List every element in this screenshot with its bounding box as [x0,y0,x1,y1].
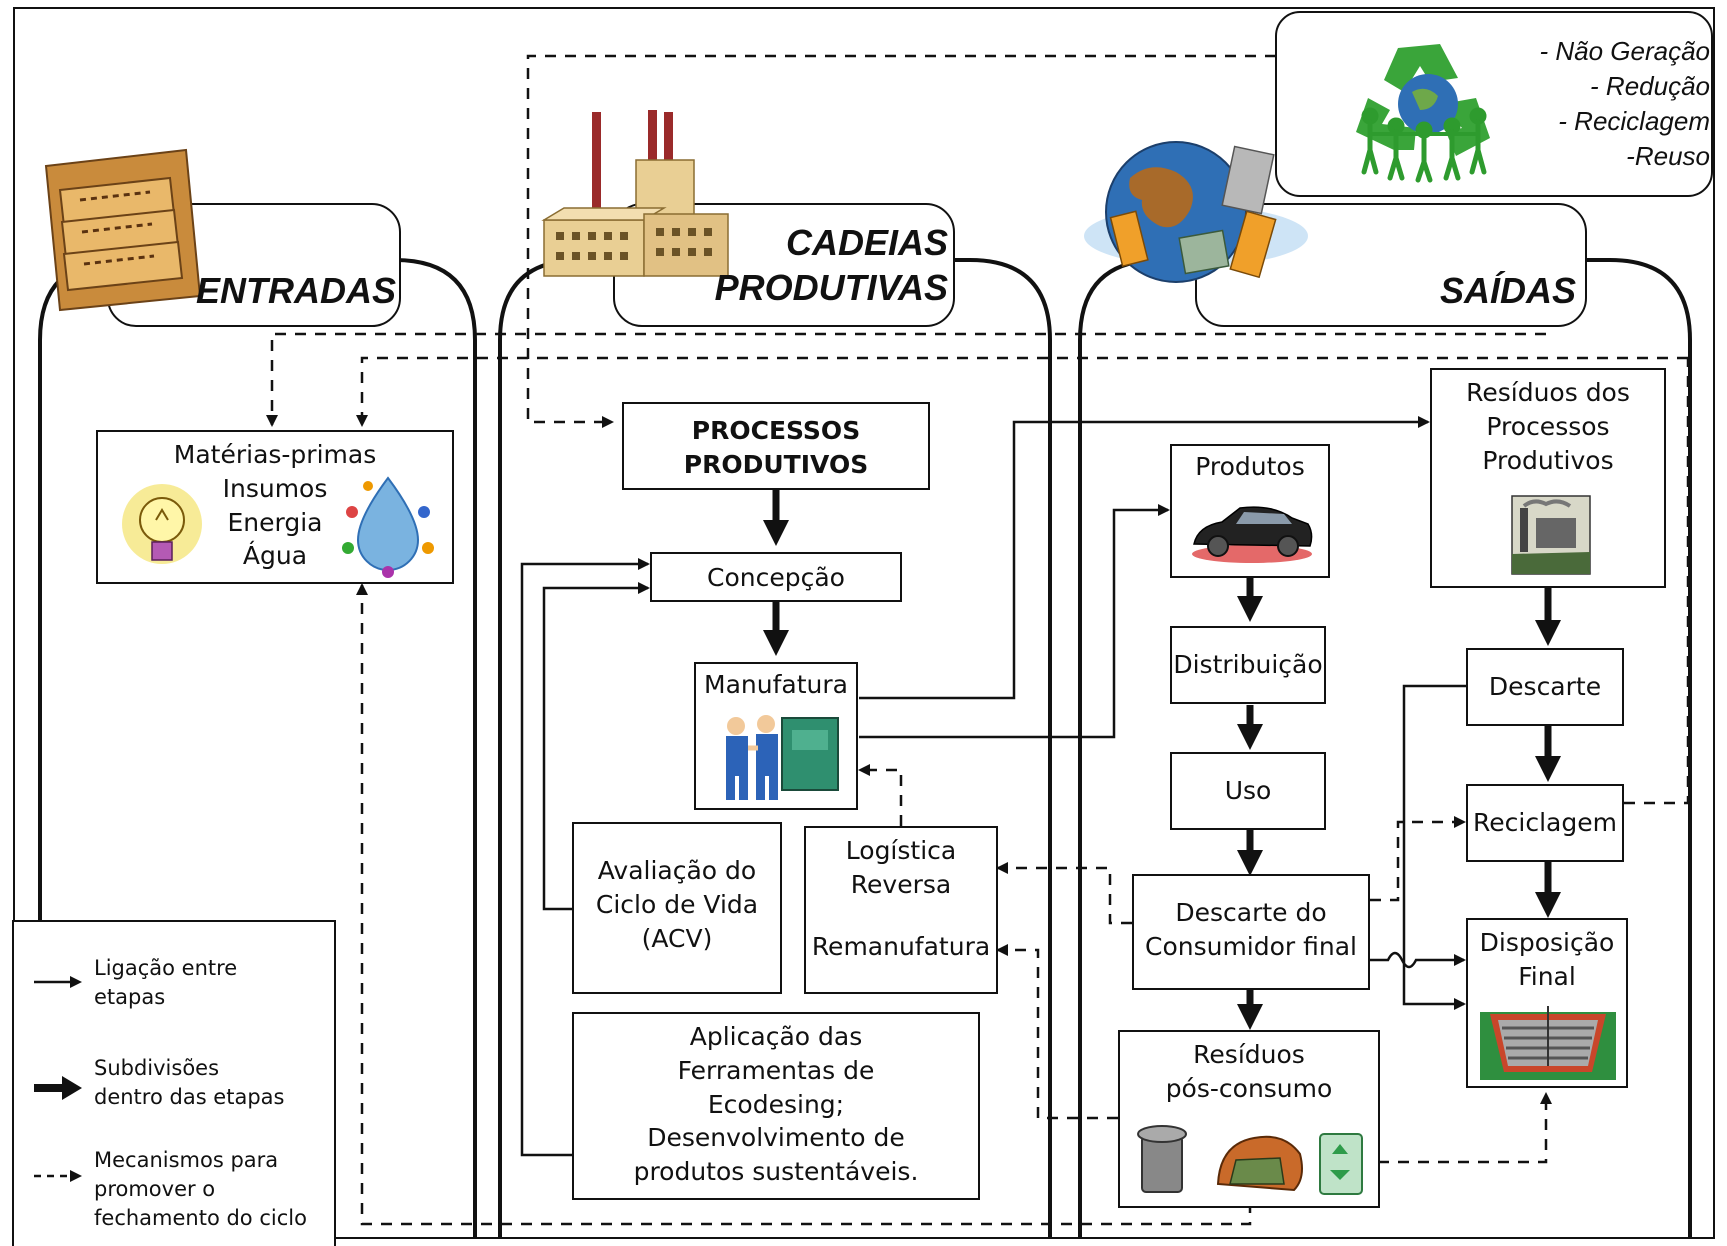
legend-dashed: Mecanismos para promover o fechamento do… [94,1146,307,1233]
concepcao-box: Concepção [650,552,902,602]
input-item: Matérias-primas [173,440,377,469]
disposicao-final-box: Disposição Final [1466,918,1628,1088]
ecodesign-line: produtos sustentáveis. [633,1157,919,1186]
acv-line: Ciclo de Vida [595,889,759,919]
input-item: Energia [227,507,323,537]
water-globe-icon [342,476,434,578]
ecodesign-box: Aplicação das Ferramentas de Ecodesing; … [572,1012,980,1200]
acv-line: Avaliação do [597,856,757,885]
workers-machine-icon [726,715,839,800]
processos-line2: PRODUTIVOS [683,449,869,479]
ecodesign-line: Ferramentas de [677,1055,875,1085]
residuos-pos-consumo-box: Resíduos pós-consumo [1118,1030,1380,1208]
legend-thin-line: etapas [94,984,166,1009]
car-icon [1192,506,1313,563]
hierarchy-list: - Não Geração - Redução - Reciclagem -Re… [1500,34,1710,174]
distribuicao-label: Distribuição [1173,650,1323,679]
factory-icon [541,110,729,277]
remanufatura-label: Remanufatura [811,931,991,961]
legend-thick-line: Subdivisões [94,1056,220,1080]
legend-box: Ligação entre etapas Subdivisões dentro … [12,920,336,1246]
uso-box: Uso [1170,752,1326,830]
manufatura-label: Manufatura [704,670,848,699]
legend-thin-line: Ligação entre [94,956,238,980]
ecodesign-line: Aplicação das [689,1022,863,1051]
descarte-box: Descarte [1466,648,1624,726]
legend-arrows [34,976,82,1182]
distribuicao-box: Distribuição [1170,626,1326,704]
descarte-consumidor-line: Consumidor final [1144,931,1357,961]
waste-bins-icon [1137,1125,1363,1195]
logistica-line: Reversa [850,869,952,899]
legend-dashed-line: Mecanismos para [94,1148,279,1172]
landfill-icon [1480,1006,1616,1080]
ecodesign-line: Desenvolvimento de [647,1123,905,1153]
saidas-title: SAÍDAS [1439,270,1576,311]
concepcao-label: Concepção [707,563,845,592]
input-item: Água [242,541,308,571]
ecodesign-line: Ecodesing; [707,1089,845,1119]
entradas-header: ENTRADAS [196,268,396,313]
residuos-pos-line: Resíduos [1193,1040,1305,1069]
logistica-line: Logística [845,836,957,865]
recycle-people-icon [1356,44,1490,183]
hierarchy-tab [1275,11,1713,197]
cadeias-title-line1: CADEIAS [785,222,948,263]
manufatura-box: Manufatura [694,662,858,810]
residuos-processos-line: Resíduos dos [1466,378,1630,407]
legend-thin: Ligação entre etapas [94,954,237,1012]
descarte-consumidor-line: Descarte do [1175,898,1327,927]
acv-line: (ACV) [641,923,713,953]
industrial-waste-icon [1511,495,1591,575]
saidas-header: SAÍDAS [1380,268,1576,313]
hierarchy-item: - Reciclagem [1558,106,1710,137]
disposicao-line: Disposição [1479,928,1615,957]
reciclagem-box: Reciclagem [1466,784,1624,862]
cadeias-header: CADEIAS PRODUTIVAS [700,220,948,310]
logistica-remanufatura-box: Logística Reversa Remanufatura [804,826,998,994]
produtos-box: Produtos [1170,444,1330,578]
hierarchy-item: - Não Geração [1539,36,1710,66]
residuos-processos-line: Produtivos [1482,445,1614,475]
legend-thick: Subdivisões dentro das etapas [94,1054,284,1112]
inputs-box: Matérias-primas Insumos Energia Água [96,430,454,584]
processos-line1: PROCESSOS [691,416,861,445]
reciclagem-label: Reciclagem [1473,808,1617,837]
processos-produtivos-box: PROCESSOS PRODUTIVOS [622,402,930,490]
outer-frame [13,7,1715,1239]
globe-icon [1084,141,1308,283]
produtos-label: Produtos [1195,452,1305,481]
residuos-processos-line: Processos [1486,411,1610,441]
residuos-processos-box: Resíduos dos Processos Produtivos [1430,368,1666,588]
legend-thick-line: dentro das etapas [94,1084,285,1109]
legend-dashed-line: fechamento do ciclo [94,1205,307,1230]
descarte-label: Descarte [1488,672,1602,701]
disposicao-line: Final [1518,961,1576,991]
uso-label: Uso [1224,776,1272,805]
legend-dashed-line: promover o [94,1176,216,1201]
hierarchy-item: - Redução [1590,71,1710,102]
cadeias-title-line2: PRODUTIVAS [714,267,948,308]
entradas-title: ENTRADAS [196,270,397,311]
hierarchy-item: -Reuso [1626,141,1710,172]
residuos-pos-line: pós-consumo [1165,1073,1333,1103]
input-item: Insumos [222,473,328,503]
acv-box: Avaliação do Ciclo de Vida (ACV) [572,822,782,994]
papers-icon [44,148,202,312]
descarte-consumidor-box: Descarte do Consumidor final [1132,874,1370,990]
lightbulb-icon [122,484,202,564]
